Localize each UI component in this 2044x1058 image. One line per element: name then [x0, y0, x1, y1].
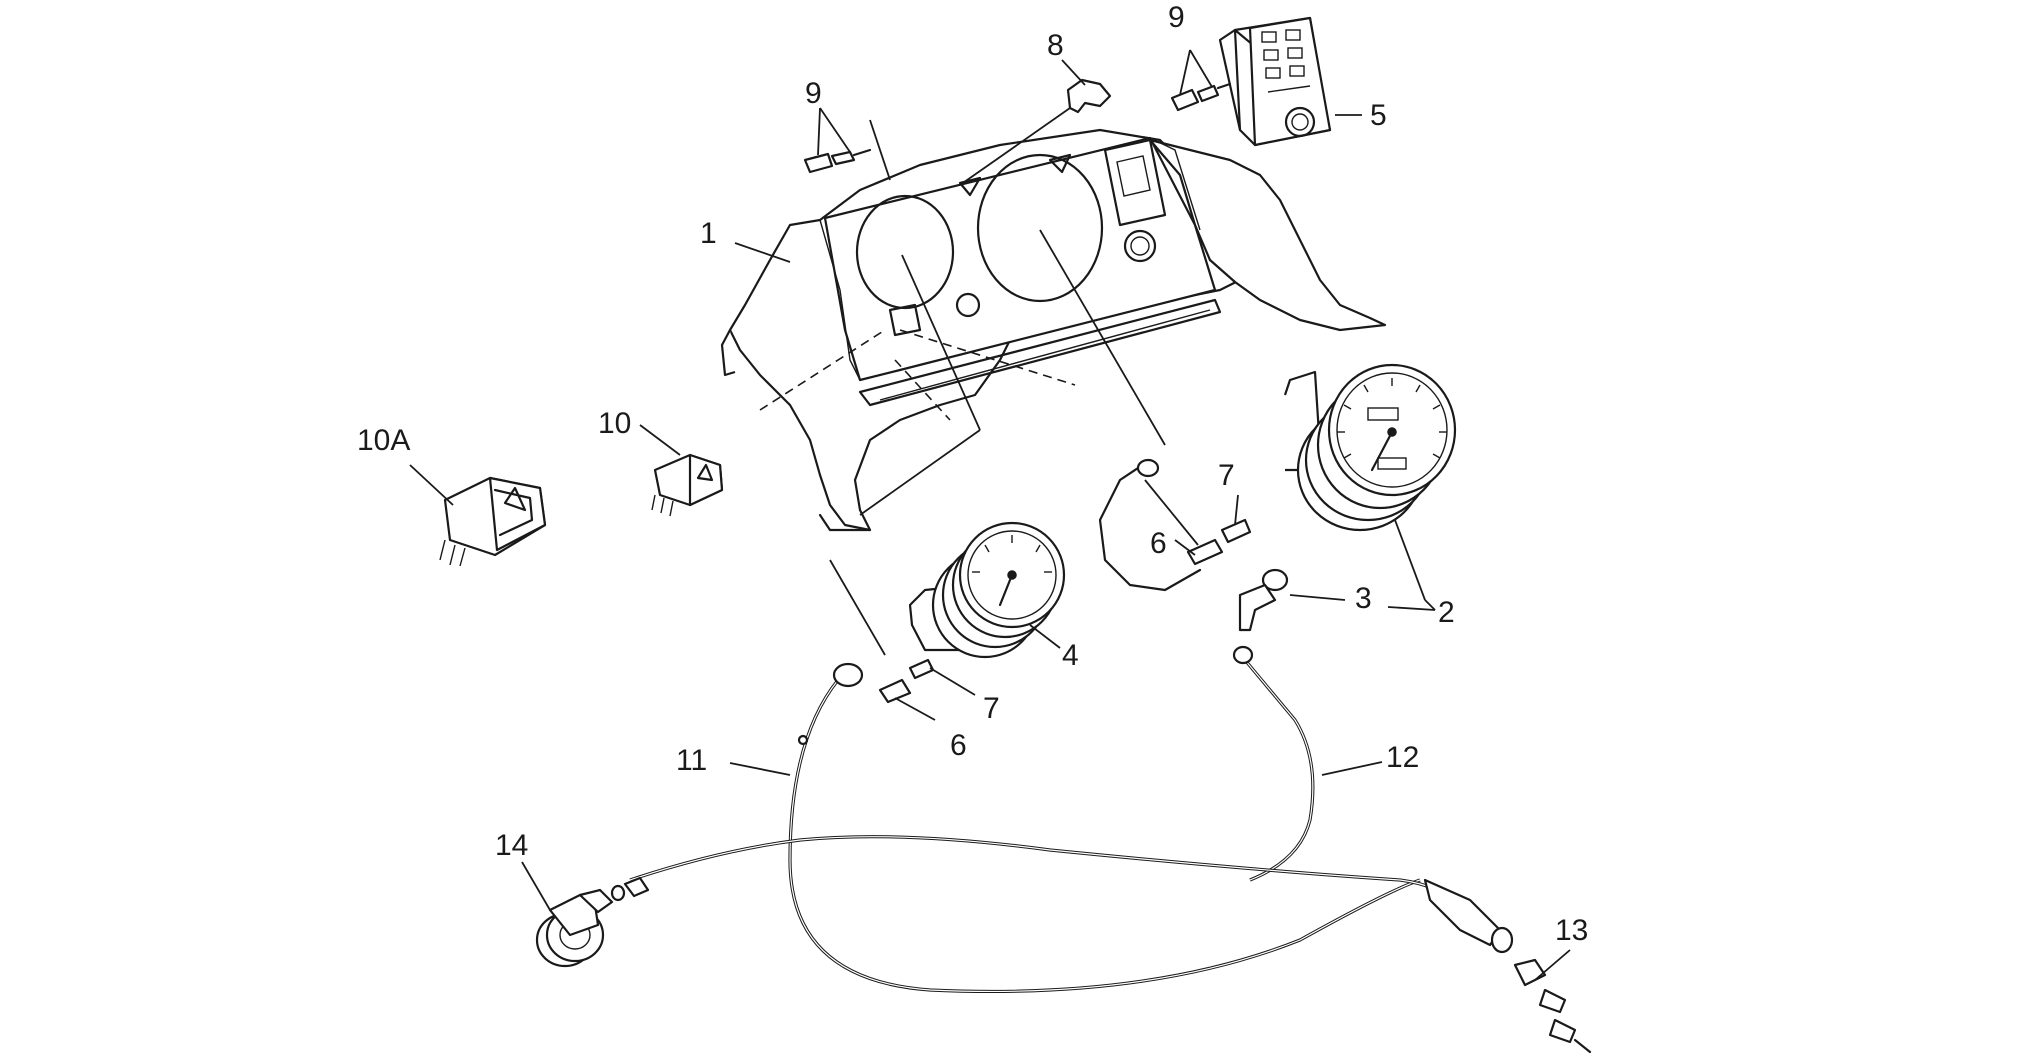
callout-9-left: 9 [805, 77, 822, 110]
hazard-switch [651, 453, 724, 517]
callout-3: 3 [1355, 582, 1372, 615]
cable-nut-3 [1238, 568, 1289, 632]
callout-10a: 10A [357, 424, 410, 457]
callout-5: 5 [1370, 99, 1387, 132]
callout-8: 8 [1047, 29, 1064, 62]
callout-7-upper: 7 [1218, 459, 1235, 492]
alternate-switch-10a [439, 476, 547, 567]
bulb-socket-left [803, 148, 872, 174]
speedometer-drive-unit [535, 876, 650, 968]
drive-cable [629, 835, 1514, 954]
callout-10: 10 [598, 407, 631, 440]
callout-labels: 1 2 3 4 5 6 6 7 7 8 9 9 10 10A 11 12 13 … [357, 1, 1588, 947]
instrument-panel-housing [720, 128, 1387, 532]
callout-6-upper: 6 [1150, 527, 1167, 560]
speedometer-cable [1232, 645, 1315, 882]
callout-14: 14 [495, 829, 528, 862]
warning-light-panel [1218, 16, 1332, 147]
key-switch [959, 78, 1112, 186]
callout-12: 12 [1386, 741, 1419, 774]
leader-lines [409, 49, 1571, 981]
callout-4: 4 [1062, 639, 1079, 672]
cable-end-fittings [1513, 958, 1592, 1054]
callout-7-lower: 7 [983, 692, 1000, 725]
bulb-socket-right [1170, 82, 1232, 112]
bulb-holder-upper [1144, 479, 1252, 566]
callout-13: 13 [1555, 914, 1588, 947]
callout-9-right: 9 [1168, 1, 1185, 34]
callout-11: 11 [676, 744, 707, 777]
assembly-lines [759, 329, 1076, 421]
speedometer [1283, 363, 1457, 532]
tachometer-cable [788, 662, 1421, 994]
callout-1: 1 [700, 217, 717, 250]
tachometer [908, 521, 1066, 659]
bulb-holder-lower [878, 658, 935, 704]
callout-2: 2 [1438, 596, 1455, 629]
callout-6-lower: 6 [950, 729, 967, 762]
